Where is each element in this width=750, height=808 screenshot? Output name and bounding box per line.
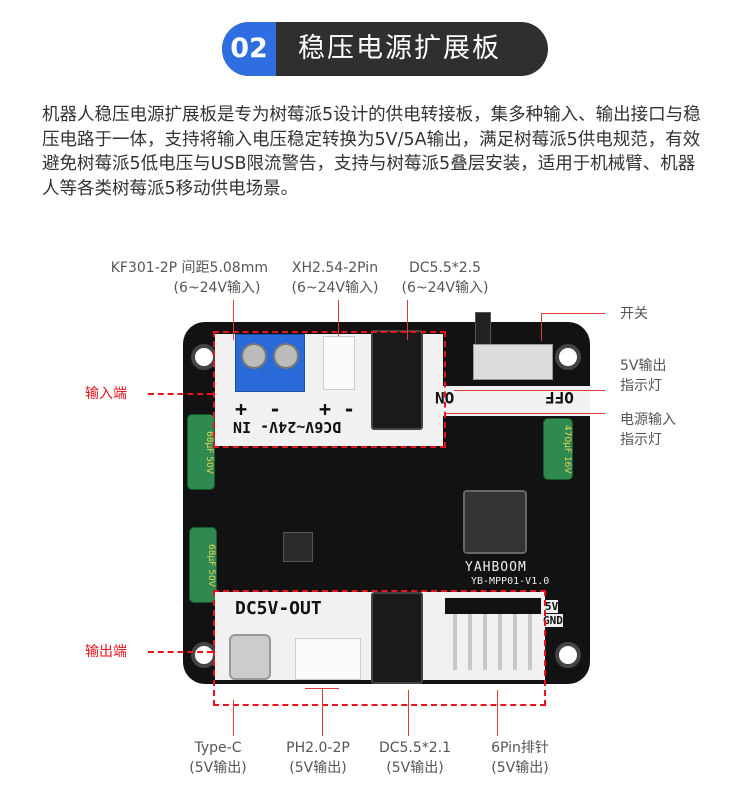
input-pointer [148, 393, 213, 395]
pin-header [445, 598, 541, 614]
ledpwr-label-2: 指示灯 [620, 432, 662, 448]
mount-hole [191, 642, 217, 668]
ph20-connector [295, 638, 361, 680]
leader-line [322, 688, 323, 736]
leader-line [454, 390, 605, 391]
leader-line [446, 413, 605, 414]
label-6pin-note: (5V输出) [491, 760, 549, 776]
switch-zone [433, 386, 590, 416]
silk-output: DC5V-OUT [235, 598, 322, 619]
inductor [463, 490, 527, 554]
leader-line [497, 690, 498, 736]
capacitor: 68μF 50V [187, 414, 215, 490]
type-c-port [229, 634, 271, 680]
input-zone-highlight [213, 331, 446, 448]
output-zone-label: 输出端 [85, 644, 127, 660]
label-ph20-note: (5V输出) [289, 760, 347, 776]
ic-chip [283, 532, 313, 562]
leader-line [541, 313, 605, 314]
dc-input-jack [371, 330, 423, 430]
capacitor: 470μF 16V [543, 418, 573, 480]
pcb-board: + - + - DC6V~24V- IN ON OFF 68μF 50V 68μ… [183, 312, 590, 684]
dc-output-jack [371, 592, 423, 684]
power-switch[interactable] [473, 344, 553, 380]
leader-line [233, 300, 234, 340]
label-dc55-25: DC5.5*2.5 [408, 260, 482, 276]
silk-model: YB-MPP01-V1.0 [471, 576, 550, 587]
led5v-label: 5V输出 [620, 358, 667, 374]
label-kf301-note: (6~24V输入) [173, 280, 261, 296]
leader-line [407, 300, 408, 340]
label-type-c: Type-C [194, 740, 242, 756]
label-dc55-25-note: (6~24V输入) [401, 280, 489, 296]
silk-brand: YAHBOOM [465, 560, 527, 575]
silk-plus: + [235, 397, 248, 421]
silk-gnd: GND [543, 614, 563, 627]
label-kf301: KF301-2P 间距5.08mm [110, 260, 268, 276]
input-zone-label: 输入端 [85, 386, 127, 402]
mount-hole [555, 642, 581, 668]
label-6pin: 6Pin排针 [491, 740, 549, 756]
mount-hole [555, 344, 581, 370]
label-dc55-21-note: (5V输出) [386, 760, 444, 776]
output-pointer [148, 651, 213, 653]
led5v-label-2: 指示灯 [620, 378, 662, 394]
label-xh254: XH2.54-2Pin [291, 260, 379, 276]
label-type-c-note: (5V输出) [189, 760, 247, 776]
label-ph20: PH2.0-2P [286, 740, 350, 756]
silk-5v: 5V [545, 600, 559, 613]
leader-line [338, 300, 339, 336]
ledpwr-label: 电源输入 [620, 412, 676, 428]
silk-plus: + [319, 397, 332, 421]
leader-line [541, 313, 542, 341]
switch-knob[interactable] [475, 312, 491, 346]
label-xh254-note: (6~24V输入) [291, 280, 379, 296]
silk-minus: - [269, 397, 282, 421]
section-header: 02 稳压电源扩展板 [222, 22, 548, 76]
leader-line [305, 688, 339, 689]
output-zone-highlight [213, 590, 546, 706]
leader-line [233, 700, 234, 736]
kf301-terminal [235, 334, 305, 392]
capacitor: 68μF 50V [189, 527, 217, 603]
leader-line [408, 690, 409, 736]
xh254-connector [323, 336, 355, 390]
silk-minus: - [343, 397, 356, 421]
label-dc55-21: DC5.5*2.1 [378, 740, 452, 756]
description: 机器人稳压电源扩展板是专为树莓派5设计的供电转接板，集多种输入、输出接口与稳压电… [42, 105, 701, 199]
switch-label: 开关 [620, 306, 648, 322]
section-number: 02 [222, 22, 276, 76]
section-title: 稳压电源扩展板 [298, 33, 501, 64]
